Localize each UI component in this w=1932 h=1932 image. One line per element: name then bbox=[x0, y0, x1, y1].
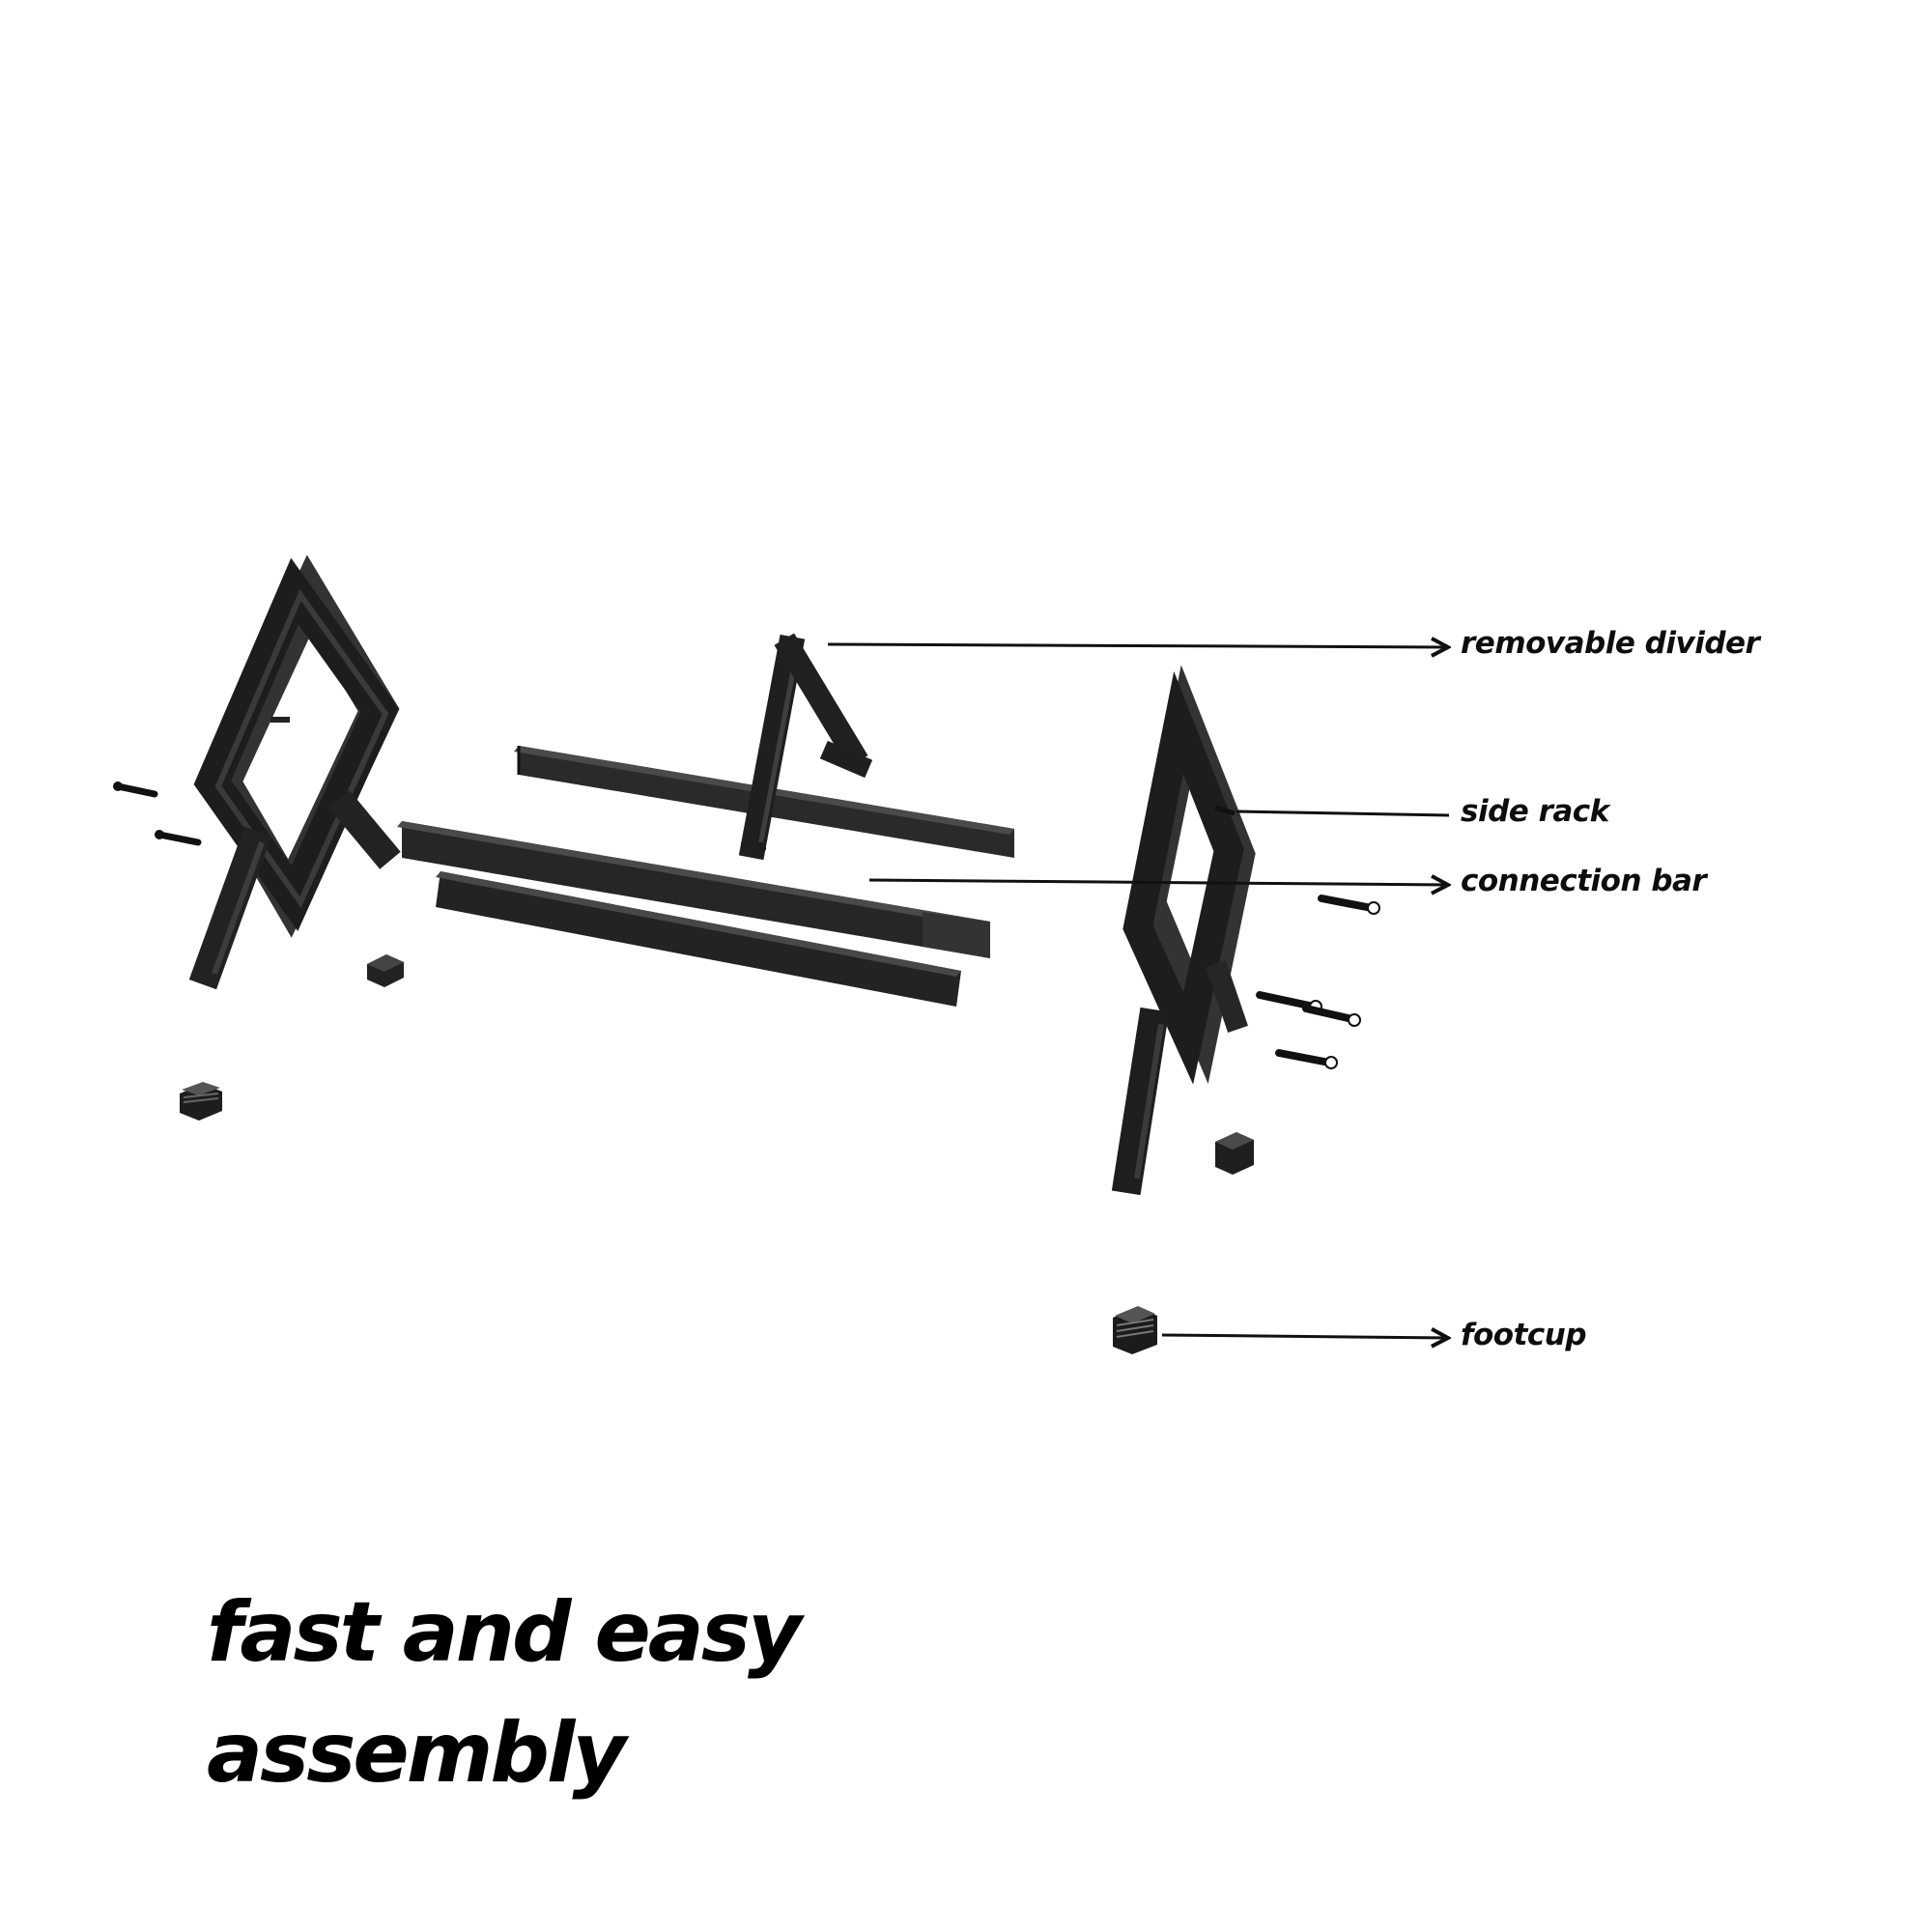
arrow-removable-divider bbox=[827, 644, 1449, 647]
right-side-rack bbox=[1111, 665, 1256, 1196]
right-footcups bbox=[1113, 1132, 1254, 1354]
arrow-connection-bar bbox=[868, 880, 1449, 885]
left-footcups bbox=[180, 954, 404, 1121]
left-screws bbox=[113, 781, 202, 846]
label-connection-bar: connection bar bbox=[1461, 864, 1707, 898]
label-removable-divider: removable divider bbox=[1461, 626, 1760, 661]
left-side-rack bbox=[188, 554, 401, 990]
removable-divider bbox=[738, 633, 873, 861]
right-screws bbox=[1256, 895, 1380, 1069]
arrow-footcup bbox=[1161, 1335, 1449, 1338]
callout-arrows bbox=[827, 644, 1450, 1338]
arrow-side-rack bbox=[1236, 810, 1450, 817]
headline-line-2: assembly bbox=[207, 1705, 626, 1802]
label-side-rack: side rack bbox=[1461, 794, 1609, 829]
connection-bars bbox=[397, 746, 1014, 1007]
label-footcup: footcup bbox=[1461, 1318, 1587, 1352]
headline-line-1: fast and easy bbox=[207, 1584, 802, 1681]
